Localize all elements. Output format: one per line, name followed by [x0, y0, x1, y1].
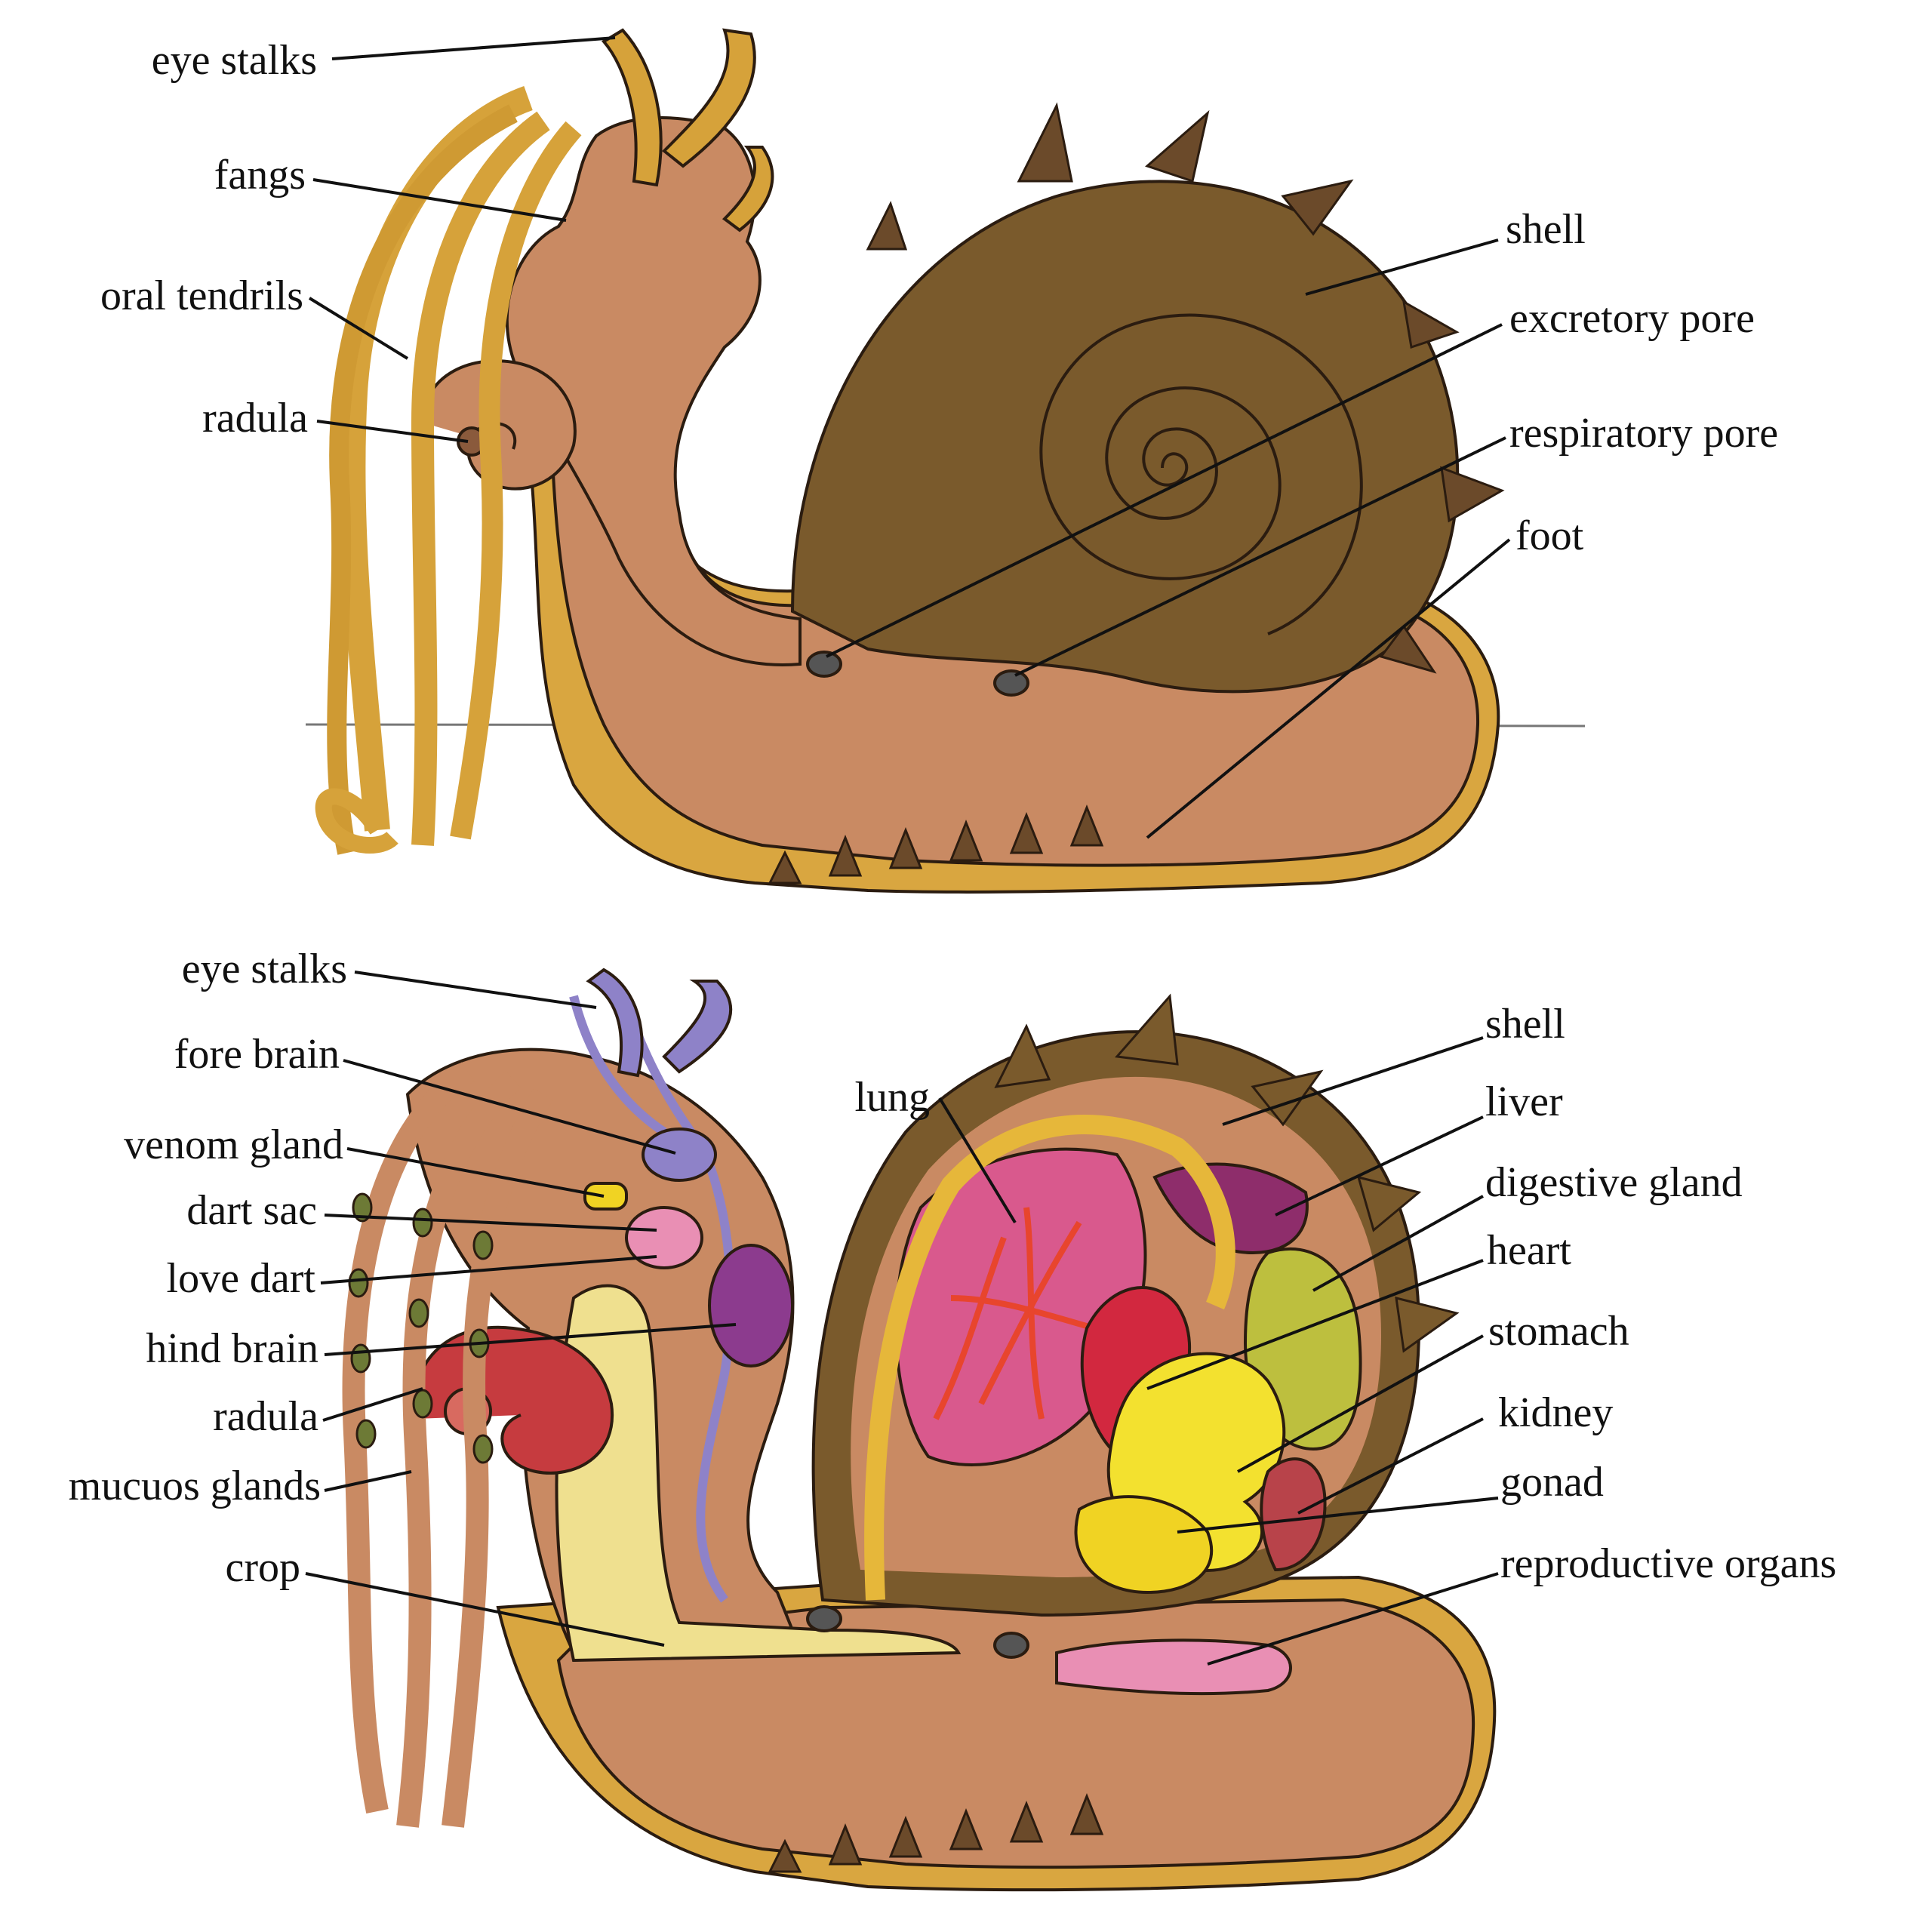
dart-sac [625, 1206, 703, 1269]
label-kidney: kidney [1498, 1389, 1613, 1436]
shell-spiral [1039, 313, 1363, 635]
gonad [1074, 1495, 1214, 1595]
foot-spikes [768, 804, 1104, 884]
label-gonad: gonad [1500, 1459, 1604, 1506]
intestine [864, 1115, 1235, 1601]
label-digestive-gland: digestive gland [1485, 1159, 1743, 1206]
label-int-eye-stalks: eye stalks [182, 946, 347, 992]
internal-excretory-pore [806, 1605, 842, 1632]
label-reproductive-organs: reproductive organs [1500, 1540, 1836, 1587]
label-fore-brain: fore brain [174, 1031, 340, 1078]
respiratory-pore [993, 669, 1029, 697]
internal-eye-stalk-left [586, 968, 644, 1078]
label-eye-stalks: eye stalks [152, 37, 317, 84]
shell-outer [790, 180, 1460, 694]
internal-eye-stalk-right [662, 980, 733, 1074]
label-stomach: stomach [1488, 1308, 1629, 1355]
mucous-glands [348, 1192, 494, 1464]
internal-leader-lines [305, 971, 1499, 1666]
label-excretory-pore: excretory pore [1509, 295, 1755, 342]
label-love-dart: love dart [167, 1255, 316, 1302]
liver [1152, 1162, 1309, 1255]
external-leader-lines [308, 36, 1511, 839]
internal-foot-spikes [768, 1792, 1104, 1873]
label-crop: crop [225, 1544, 300, 1591]
label-respiratory-pore: respiratory pore [1509, 410, 1778, 457]
label-mucuos-glands: mucuos glands [69, 1463, 321, 1509]
internal-view: eye stalks fore brain venom gland dart s… [69, 946, 1836, 1892]
oral-tendrils [315, 85, 582, 855]
label-foot: foot [1515, 512, 1584, 559]
label-radula: radula [202, 395, 308, 441]
label-oral-tendrils: oral tendrils [100, 272, 303, 319]
reproductive-organs [1055, 1638, 1292, 1696]
label-int-radula: radula [213, 1393, 318, 1440]
lung-vessels [933, 1207, 1096, 1420]
crop [555, 1284, 962, 1663]
label-int-shell: shell [1485, 1001, 1565, 1048]
fang-upper [722, 146, 774, 232]
mucous-gland-tendrils [342, 1062, 553, 1828]
label-fangs: fangs [214, 152, 306, 198]
eye-stalk-right [662, 28, 756, 168]
external-view: eye stalks fangs oral tendrils radula sh… [100, 28, 1778, 894]
internal-respiratory-pore [993, 1632, 1029, 1659]
label-shell: shell [1506, 206, 1586, 253]
label-liver: liver [1485, 1078, 1563, 1125]
label-dart-sac: dart sac [186, 1187, 317, 1234]
label-heart: heart [1487, 1227, 1571, 1274]
fore-brain [642, 1128, 717, 1182]
shell-spikes [866, 102, 1505, 674]
label-hind-brain: hind brain [146, 1325, 318, 1372]
eye-stalk-left [601, 28, 663, 187]
venom-gland [583, 1182, 628, 1211]
label-lung: lung [854, 1074, 930, 1121]
excretory-pore [806, 651, 842, 678]
hind-brain [708, 1244, 794, 1367]
label-venom-gland: venom gland [124, 1121, 343, 1168]
